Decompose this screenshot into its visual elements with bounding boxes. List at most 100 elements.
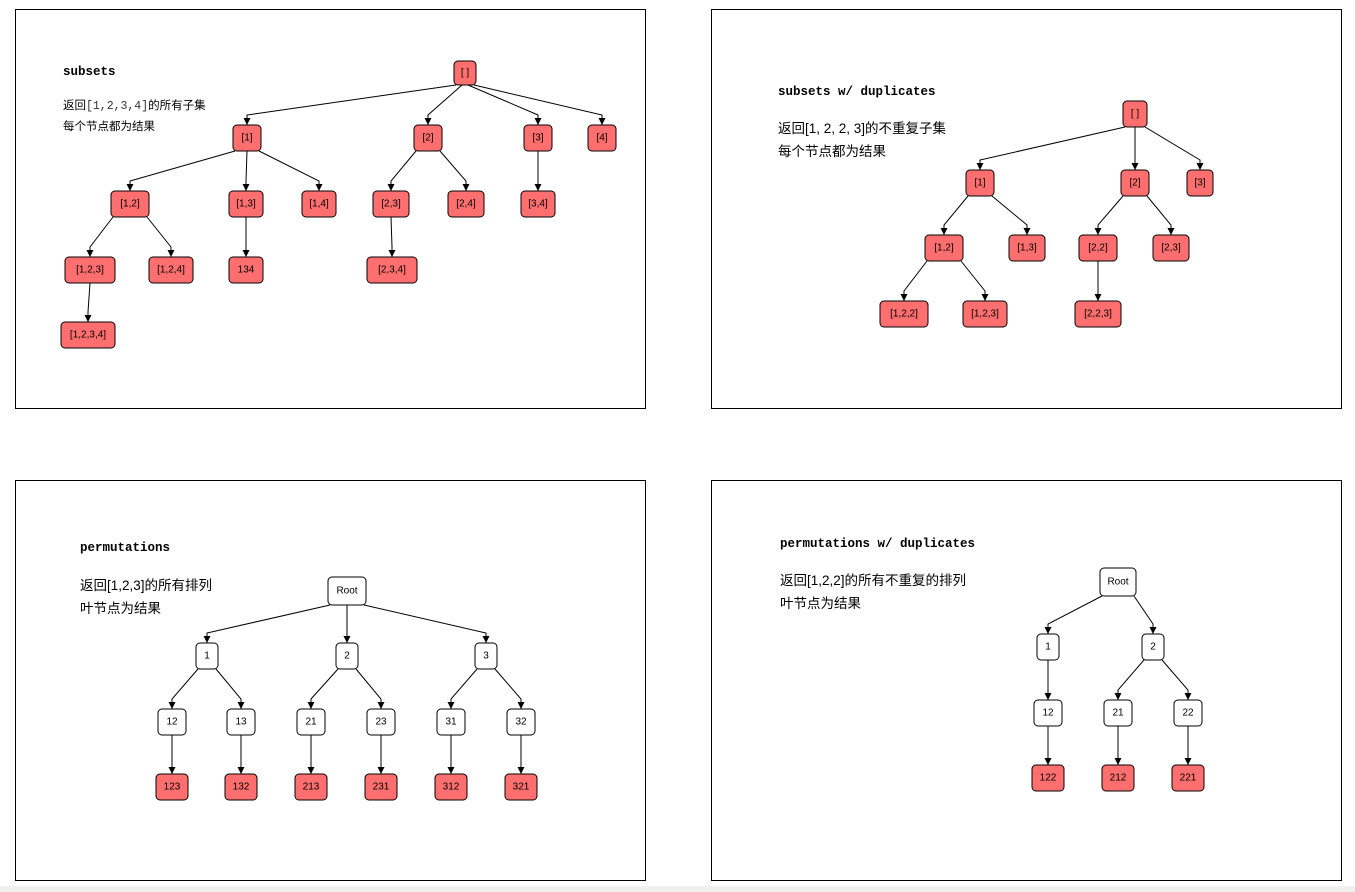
tree-edge	[355, 668, 385, 709]
node-box	[224, 773, 258, 801]
tree-node-n1: [1]	[232, 124, 262, 152]
node-box	[1031, 764, 1065, 792]
tree-edge	[447, 668, 478, 709]
tree-edge	[1044, 595, 1103, 634]
tree-edge	[258, 150, 323, 191]
node-label: 321	[513, 782, 530, 793]
tree-edge	[242, 150, 250, 191]
panel-title: permutations w/ duplicates	[780, 537, 976, 551]
desc-line-2: 每个节点都为结果	[63, 121, 155, 133]
node-box	[226, 708, 256, 736]
tree-edge	[1146, 195, 1175, 235]
permutations-duplicates-panel: permutations w/ duplicates 返回[1,2,2]的所有不…	[711, 480, 1342, 881]
node-box	[294, 773, 328, 801]
tree-node-n2: 2	[1141, 633, 1165, 661]
node-box	[520, 190, 556, 218]
node-label: [1]	[974, 178, 985, 189]
tree-node-n2: [2]	[413, 124, 443, 152]
tree-edge	[168, 668, 199, 709]
tree-node-n22: 22	[1173, 699, 1203, 727]
edges	[1044, 595, 1192, 765]
node-label: [3]	[532, 133, 543, 144]
node-label: 22	[1182, 708, 1194, 719]
node-box	[1186, 169, 1214, 197]
node-label: [2,4]	[456, 199, 476, 210]
desc-line-2: 叶节点为结果	[780, 596, 861, 611]
tree-node-n312: 312	[434, 773, 468, 801]
tree-node-n124: [1,2,4]	[148, 256, 194, 284]
tree-edge	[86, 216, 114, 257]
node-label: 13	[235, 717, 247, 728]
node-box	[364, 773, 398, 801]
node-label: [2,2,3]	[1084, 309, 1112, 320]
node-label: [3]	[1194, 178, 1205, 189]
node-box	[1152, 234, 1190, 262]
tree-node-n23: 23	[366, 708, 396, 736]
tree-edge	[203, 604, 331, 643]
node-box	[453, 60, 477, 86]
tree-edge	[1133, 595, 1157, 634]
tree-edge	[960, 260, 989, 301]
tree-node-n24: [2,4]	[447, 190, 485, 218]
tree-node-n1: 1	[1036, 633, 1060, 661]
node-box	[64, 256, 116, 284]
tree-node-n234: [2,3,4]	[366, 256, 418, 284]
tree-node-n123: [1,2,3]	[64, 256, 116, 284]
node-box	[232, 124, 262, 152]
edges	[84, 84, 606, 322]
bottom-strip	[0, 886, 1355, 892]
tree-edge	[1114, 659, 1145, 700]
panel-description: 返回[1,2,3]的所有排列叶节点为结果	[80, 574, 212, 620]
node-label: [2]	[422, 133, 433, 144]
tree-node-n132: 132	[224, 773, 258, 801]
tree-edge	[976, 126, 1126, 170]
tree-node-n123: 123	[155, 773, 189, 801]
node-box	[1101, 764, 1135, 792]
desc-line-1: 返回[1,2,2]的所有不重复的排列	[780, 573, 967, 588]
node-box	[1033, 699, 1063, 727]
node-box	[504, 773, 538, 801]
tree-edge	[494, 668, 525, 709]
node-box	[1171, 764, 1205, 792]
tree-edge	[473, 84, 606, 125]
tree-edge	[215, 668, 245, 709]
node-label: [2,3]	[381, 199, 401, 210]
node-box	[148, 256, 194, 284]
tree-node-r: [ ]	[453, 60, 477, 86]
tree-edge	[388, 216, 396, 257]
node-box	[195, 642, 219, 670]
tree-edge	[1161, 659, 1192, 700]
tree-node-n1: [1]	[965, 169, 995, 197]
node-label: [2,3,4]	[378, 265, 406, 276]
subsets-duplicates-panel: subsets w/ duplicates 返回[1, 2, 2, 3]的不重复…	[711, 9, 1342, 409]
node-box	[879, 300, 929, 328]
subsets-panel: subsets 返回[1,2,3,4]的所有子集每个节点都为结果 [ ][1][…	[15, 9, 646, 409]
nodes: [ ][1][2][3][4][1,2][1,3][1,4][2,3][2,4]…	[60, 60, 617, 349]
node-label: 123	[164, 782, 181, 793]
node-box	[228, 190, 264, 218]
tree-node-n1234: [1,2,3,4]	[60, 321, 116, 349]
node-box	[1008, 234, 1046, 262]
node-box	[327, 576, 367, 606]
tree-edge	[387, 150, 417, 191]
node-label: [1,2,3,4]	[70, 330, 106, 341]
tree-edge	[940, 195, 969, 235]
node-box	[434, 773, 468, 801]
tree-node-n134: 134	[228, 256, 264, 284]
node-box	[962, 300, 1008, 328]
node-label: [1,3]	[1017, 243, 1037, 254]
subsets-duplicates-tree: [ ][1][2][3][1,2][1,3][2,2][2,3][1,2,2][…	[879, 100, 1214, 328]
node-label: 231	[373, 782, 390, 793]
tree-node-n1: 1	[195, 642, 219, 670]
tree-node-n122: 122	[1031, 764, 1065, 792]
tree-edge	[900, 260, 928, 301]
node-box	[447, 190, 485, 218]
node-label: Root	[1107, 577, 1128, 588]
panel-title: subsets w/ duplicates	[778, 85, 936, 99]
tree-edge	[1094, 195, 1124, 235]
tree-node-n3: [3]	[523, 124, 553, 152]
node-label: 31	[445, 717, 457, 728]
